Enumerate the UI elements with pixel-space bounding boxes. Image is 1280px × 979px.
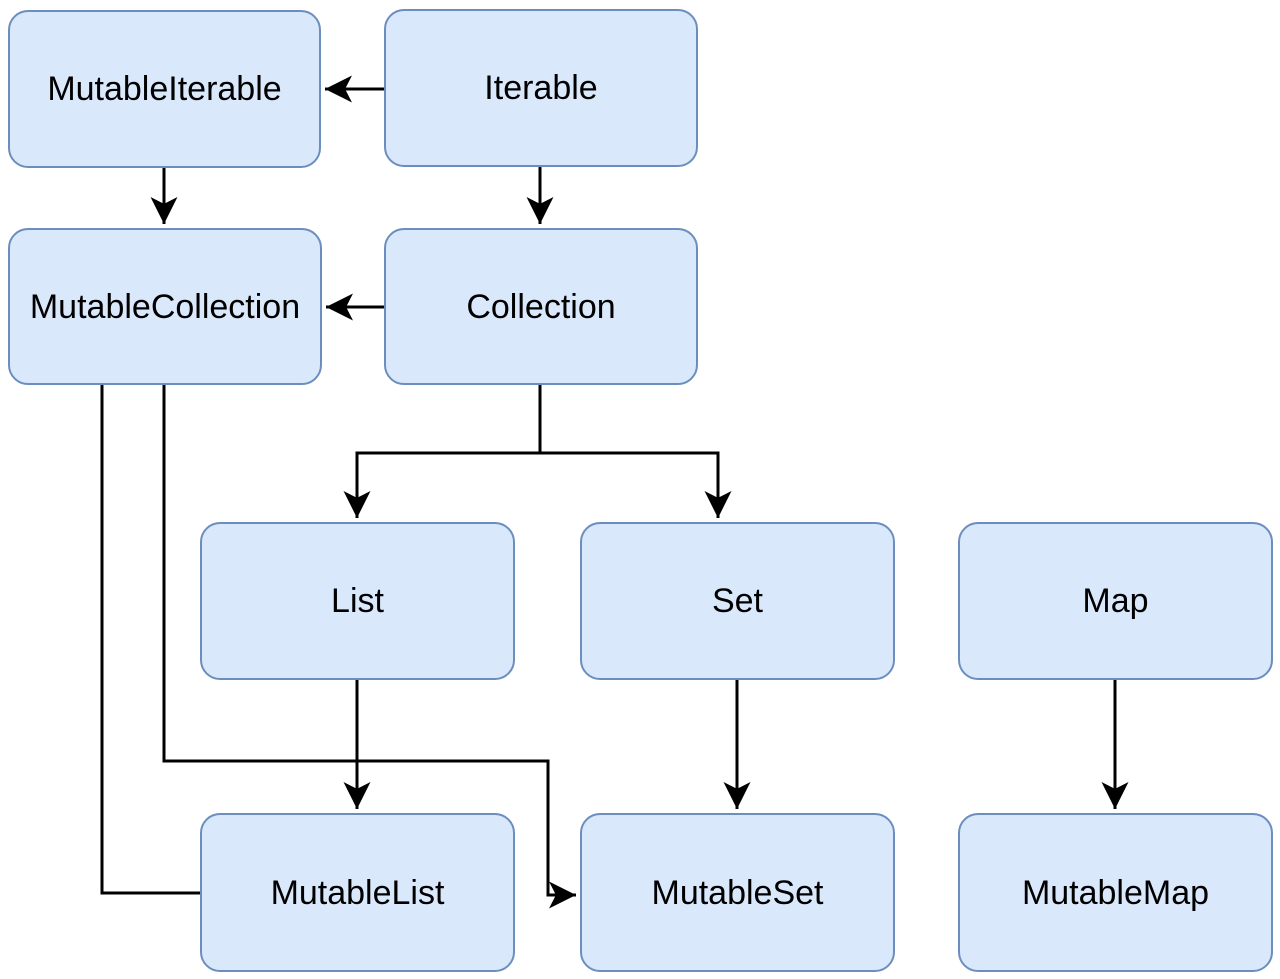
edge-mutable-collection-to-mutable-list [100,385,200,895]
node-set-label: Set [711,582,764,620]
node-mutable-collection: MutableCollection [8,228,322,385]
node-mutable-iterable: MutableIterable [8,10,321,168]
node-mutable-map-label: MutableMap [1021,873,1210,912]
node-iterable: Iterable [384,9,698,167]
node-mutable-set: MutableSet [580,813,895,972]
node-mutable-iterable-label: MutableIterable [47,70,282,108]
node-map-label: Map [1082,582,1149,620]
edge-collection-to-list [343,451,540,518]
node-mutable-set-label: MutableSet [651,873,824,912]
node-iterable-label: Iterable [484,69,598,107]
node-collection-label: Collection [466,287,616,326]
edge-mutable-collection-to-mutable-set [162,385,576,909]
node-mutable-map: MutableMap [958,813,1273,972]
edge-collection-to-set [540,451,732,518]
node-collection: Collection [384,228,698,385]
node-set: Set [580,522,895,680]
node-mutable-list-label: MutableList [270,873,445,912]
node-list-label: List [331,582,384,620]
node-map: Map [958,522,1273,680]
node-mutable-collection-label: MutableCollection [29,287,301,326]
node-list: List [200,522,515,680]
node-mutable-list: MutableList [200,813,515,972]
